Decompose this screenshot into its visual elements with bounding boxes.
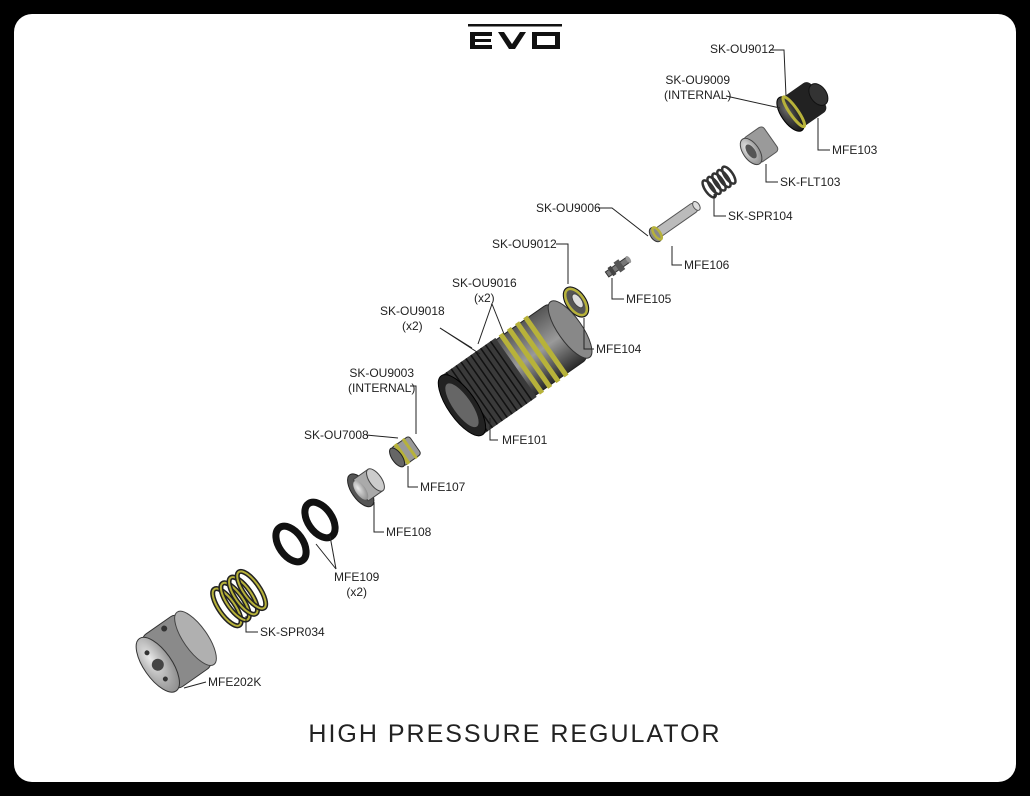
label-mfe202k: MFE202K — [208, 675, 262, 689]
label-sk-ou9018: SK-OU9018(x2) — [380, 304, 445, 333]
label-sk-ou9012-mid: SK-OU9012 — [492, 237, 557, 251]
leader-sk-ou9016-a — [477, 303, 493, 345]
label-sk-spr104: SK-SPR104 — [728, 209, 793, 223]
label-sk-flt103: SK-FLT103 — [780, 175, 841, 189]
part-mfe107 — [389, 436, 421, 468]
leader-sk-ou7008 — [365, 434, 399, 439]
label-sk-ou9016: SK-OU9016(x2) — [452, 276, 517, 305]
page-title: HIGH PRESSURE REGULATOR — [308, 720, 722, 748]
leader-sk-spr104 — [713, 194, 726, 217]
leader-sk-ou9012-mid — [556, 243, 569, 284]
part-mfe104 — [562, 286, 590, 318]
leader-mfe107 — [407, 466, 418, 488]
label-mfe104: MFE104 — [596, 342, 642, 356]
leader-sk-flt103 — [765, 164, 778, 183]
label-mfe107: MFE107 — [420, 480, 466, 494]
evo-logo — [468, 24, 562, 49]
leader-mfe101 — [489, 418, 498, 441]
label-sk-ou9009: SK-OU9009(INTERNAL) — [664, 73, 732, 102]
leader-sk-ou9006 — [598, 207, 649, 237]
label-sk-ou9012-top: SK-OU9012 — [710, 42, 775, 56]
part-mfe108 — [347, 468, 385, 508]
label-mfe105: MFE105 — [626, 292, 672, 306]
exploded-view — [135, 49, 830, 693]
part-mfe109 — [272, 498, 339, 566]
label-mfe109: MFE109(x2) — [334, 570, 380, 599]
part-mfe101 — [437, 300, 593, 437]
label-mfe103: MFE103 — [832, 143, 878, 157]
leader-sk-ou9018-b — [439, 327, 481, 355]
leader-sk-ou9009 — [725, 95, 781, 109]
leader-lines — [183, 49, 830, 689]
leader-sk-ou9003 — [410, 385, 417, 434]
leader-mfe109-b — [329, 535, 337, 570]
label-sk-ou9006: SK-OU9006 — [536, 201, 601, 215]
label-sk-ou9003: SK-OU9003(INTERNAL) — [348, 366, 416, 395]
label-sk-spr034: SK-SPR034 — [260, 625, 325, 639]
part-mfe106 — [648, 200, 701, 243]
diagram-card: SK-OU9012 SK-OU9009(INTERNAL) MFE103 SK-… — [14, 14, 1016, 782]
part-sk-spr034 — [210, 568, 269, 629]
leader-mfe106 — [671, 246, 682, 266]
part-sk-flt103 — [739, 126, 779, 166]
leader-mfe109-a — [315, 543, 337, 570]
leader-mfe108 — [373, 502, 384, 533]
part-mfe103 — [776, 82, 829, 132]
leader-sk-spr034 — [245, 616, 258, 633]
part-mfe105 — [604, 256, 632, 278]
leader-mfe104 — [583, 318, 594, 350]
label-sk-ou7008: SK-OU7008 — [304, 428, 369, 442]
leader-mfe105 — [611, 278, 624, 300]
part-mfe202k — [135, 610, 217, 693]
leader-sk-ou9016-b — [491, 303, 505, 335]
label-mfe108: MFE108 — [386, 525, 432, 539]
label-mfe101: MFE101 — [502, 433, 548, 447]
part-sk-spr104 — [701, 165, 737, 199]
leader-mfe202k — [183, 681, 207, 689]
leader-mfe103 — [817, 118, 830, 151]
label-mfe106: MFE106 — [684, 258, 730, 272]
leader-sk-ou9012-top — [770, 49, 787, 97]
